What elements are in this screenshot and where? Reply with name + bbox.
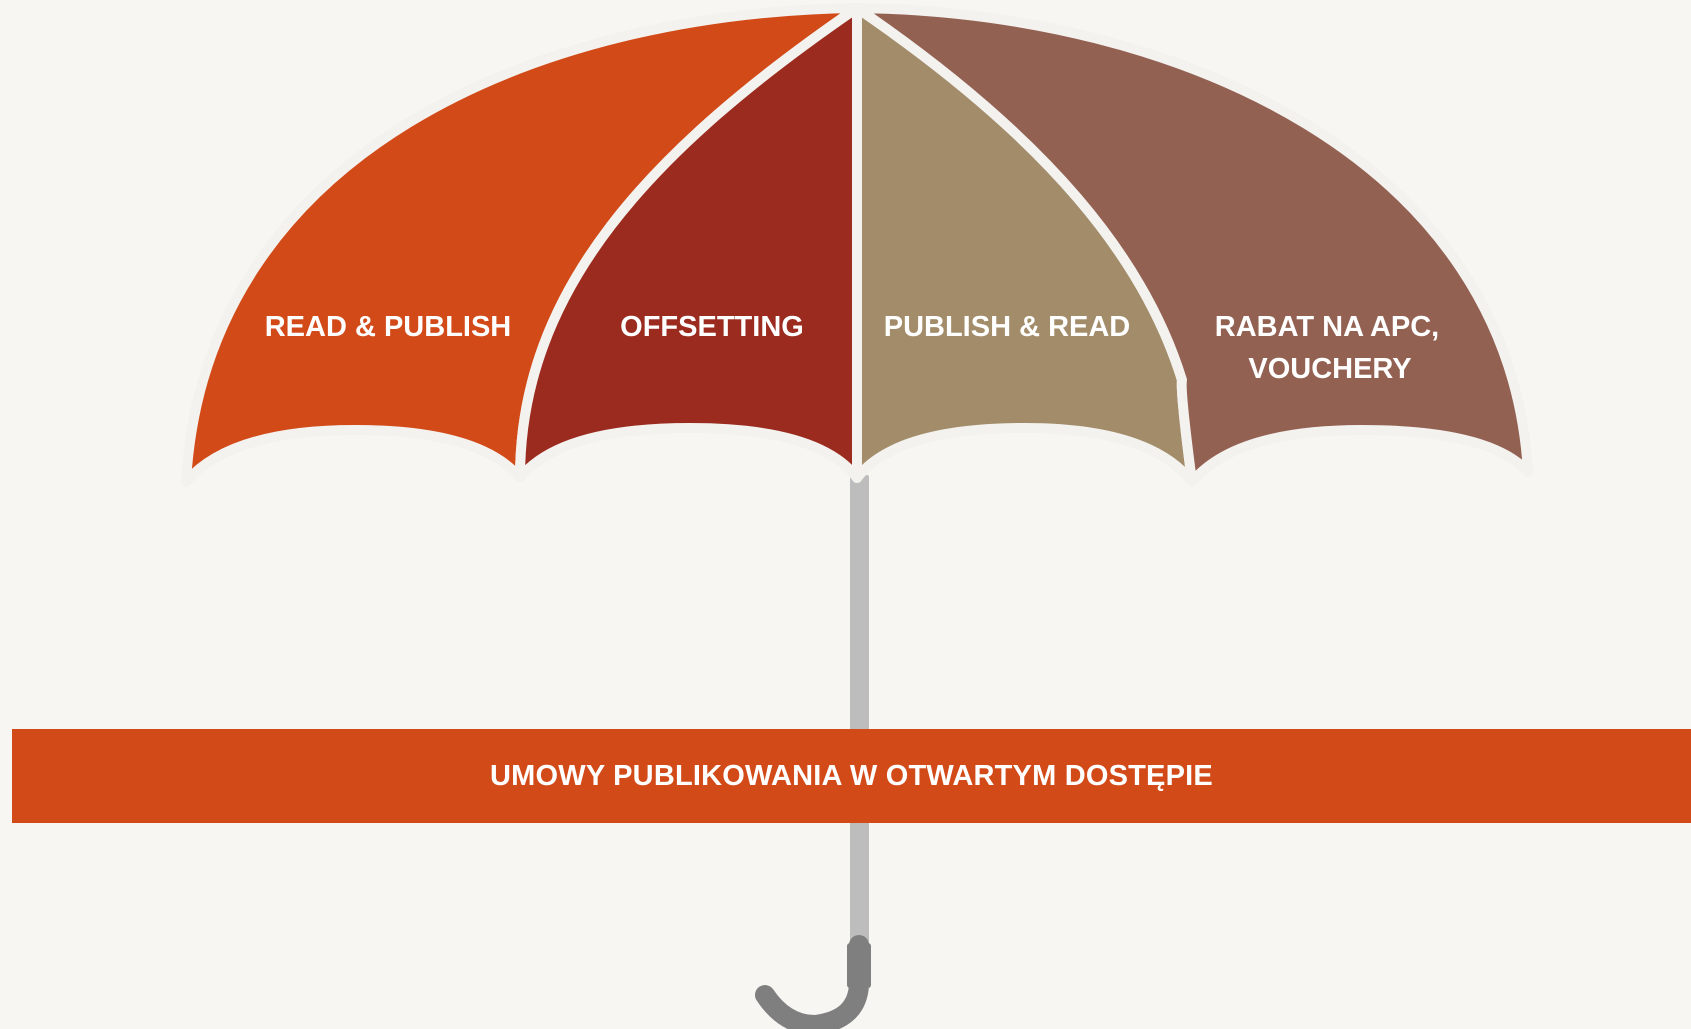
banner: UMOWY PUBLIKOWANIA W OTWARTYM DOSTĘPIE [12, 729, 1691, 823]
segment-label-rabat-apc-line2: VOUCHERY [1248, 353, 1411, 385]
canopy-segment-rabat-apc [852, 3, 1533, 487]
banner-label: UMOWY PUBLIKOWANIA W OTWARTYM DOSTĘPIE [490, 759, 1213, 792]
handle-grip [847, 943, 871, 988]
umbrella-shaft [850, 475, 869, 955]
segment-label-rabat-apc: RABAT NA APC, [1215, 311, 1439, 343]
umbrella-handle [755, 935, 869, 1029]
segment-label-offsetting: OFFSETTING [620, 311, 804, 343]
canopy-segment-offsetting [515, 3, 862, 483]
segment-label-publish-read: PUBLISH & READ [884, 311, 1131, 343]
segment-label-read-publish: READ & PUBLISH [265, 311, 512, 343]
